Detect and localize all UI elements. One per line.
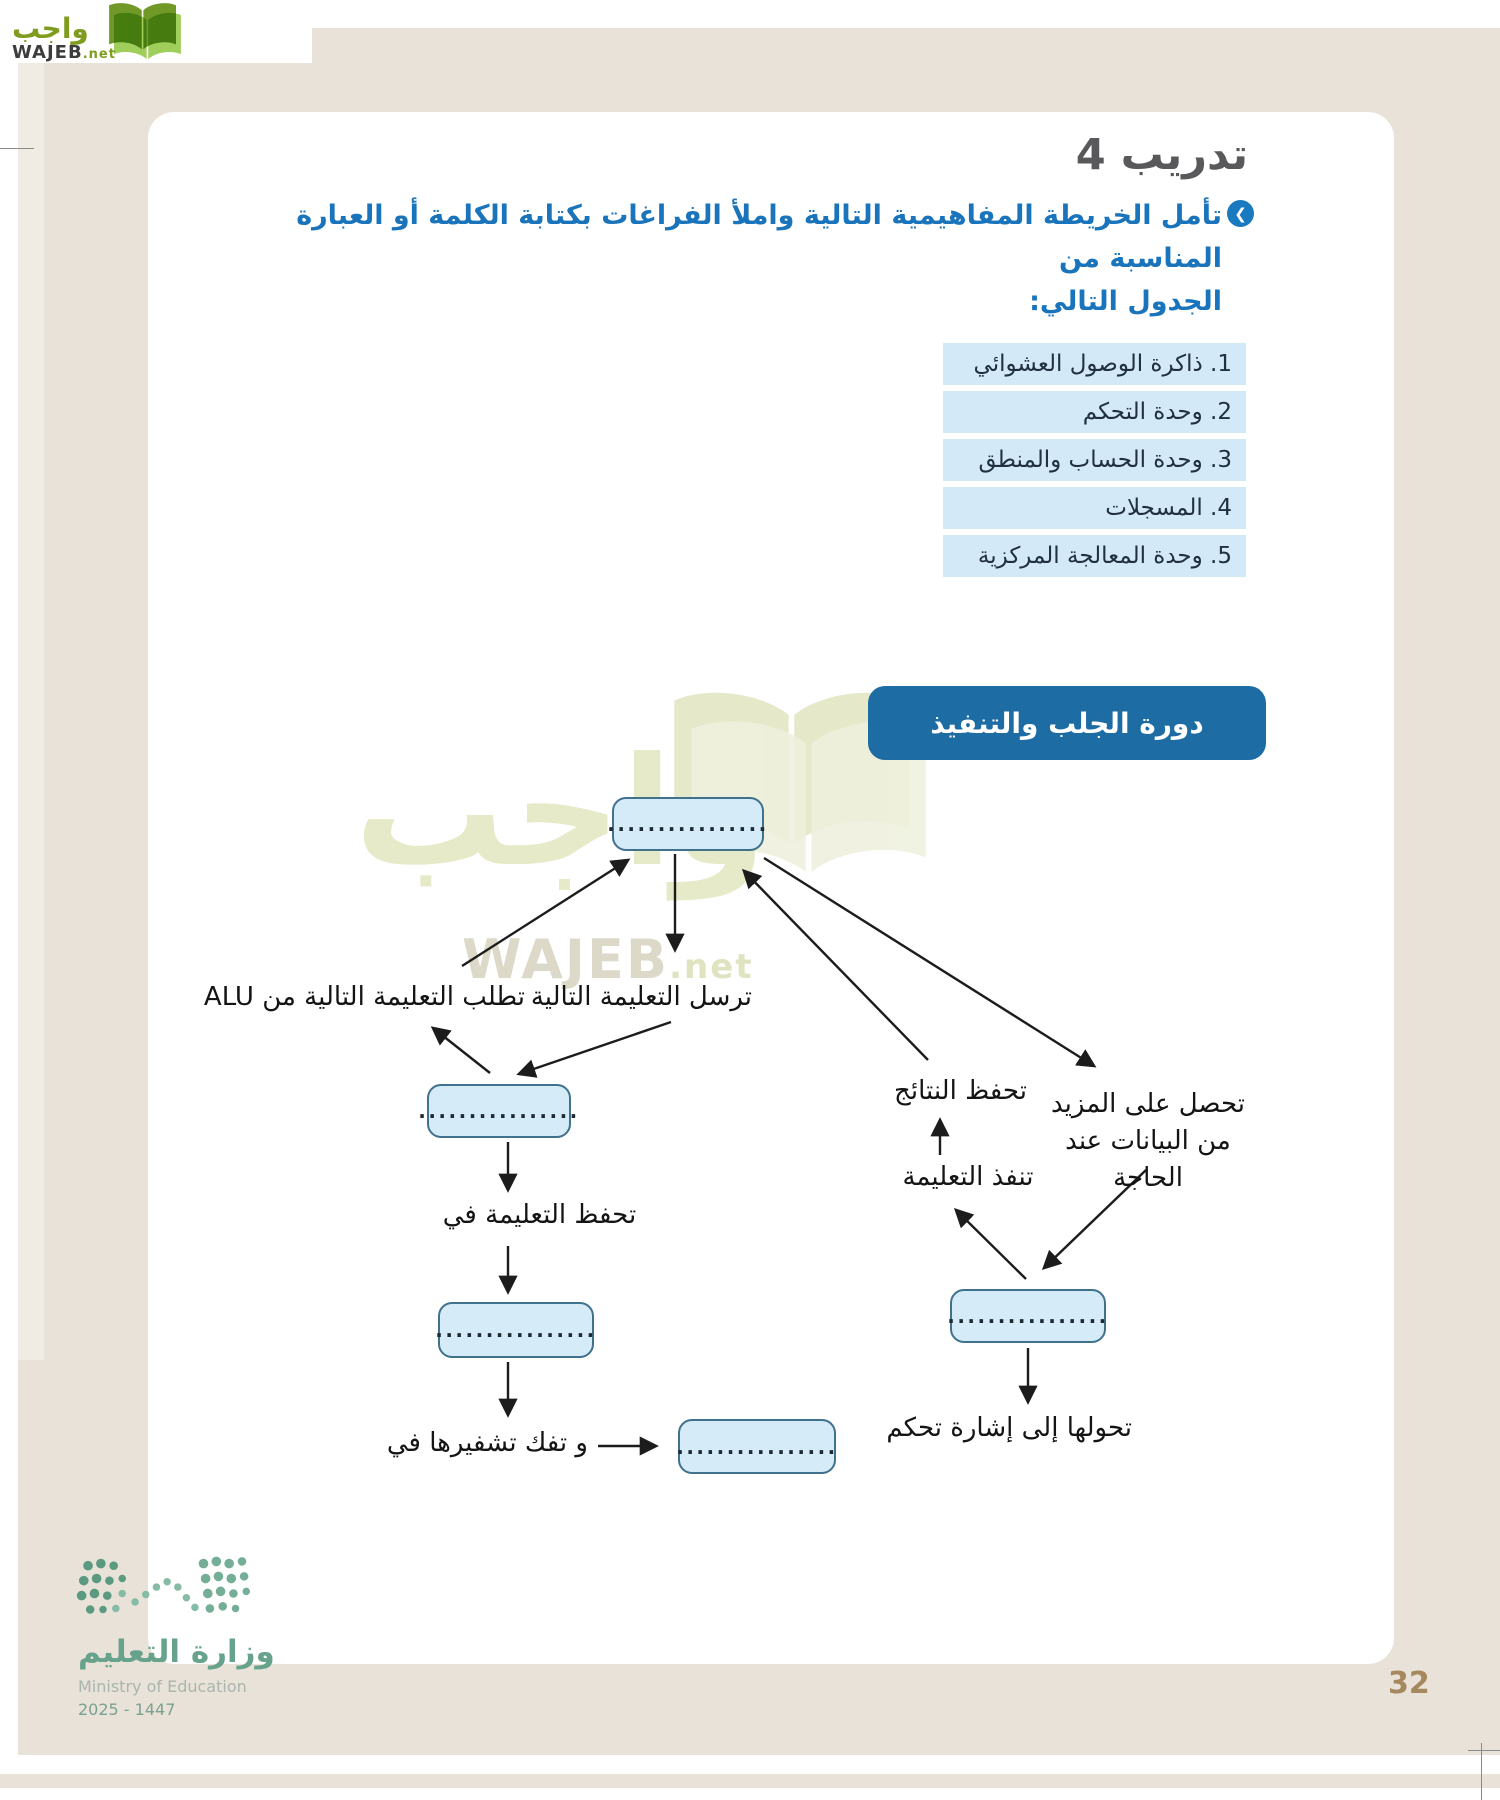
label-convert-to-control-signal: تحولها إلى إشارة تحكم xyxy=(886,1413,1132,1443)
cycle-banner: دورة الجلب والتنفيذ xyxy=(868,686,1266,760)
open-book-icon xyxy=(109,3,181,60)
page-edge-strip xyxy=(18,28,44,1360)
label-send-next-instruction: ترسل التعليمة التالية xyxy=(530,982,752,1012)
brand-arabic-wordmark: واجب xyxy=(12,12,89,45)
crop-mark-bottom-right-v xyxy=(1481,1743,1482,1800)
label-save-results: تحفظ النتائج xyxy=(894,1076,1027,1106)
blank-box-2[interactable]: ................ xyxy=(418,1084,577,1138)
word-bank-row: 1. ذاكرة الوصول العشوائي xyxy=(943,343,1246,385)
word-bank: 1. ذاكرة الوصول العشوائي 2. وحدة التحكم … xyxy=(943,343,1246,583)
instruction-text: تأمل الخريطة المفاهيمية التالية واملأ ال… xyxy=(277,194,1222,323)
instruction-line-2: الجدول التالي: xyxy=(1029,286,1222,317)
blank-box-5[interactable]: ................ xyxy=(676,1419,836,1474)
ministry-arabic-wordmark: وزارة التعليم xyxy=(78,1634,275,1670)
page-number: 32 xyxy=(1388,1666,1430,1701)
label-decode-it-in: و تفك تشفيرها في xyxy=(386,1428,588,1458)
label-execute-instruction: تنفذ التعليمة xyxy=(902,1162,1034,1192)
word-bank-row: 3. وحدة الحساب والمنطق xyxy=(943,439,1246,481)
instruction-line-1: تأمل الخريطة المفاهيمية التالية واملأ ال… xyxy=(296,200,1222,274)
label-get-more-data: تحصل على المزيد من البيانات عند الحاجة xyxy=(1051,1089,1245,1193)
exercise-title: تدريب 4 xyxy=(1075,130,1248,180)
blank-box-4[interactable]: ................ xyxy=(947,1289,1106,1343)
crop-mark-left xyxy=(0,148,34,149)
word-bank-row: 2. وحدة التحكم xyxy=(943,391,1246,433)
ministry-edition-years: 2025 - 1447 xyxy=(78,1700,176,1719)
label-store-instruction-in: تحفظ التعليمة في xyxy=(442,1200,637,1230)
crop-mark-bottom-right-h xyxy=(1468,1750,1500,1751)
brand-latin-wordmark: WAJEB.net xyxy=(12,42,116,63)
page-bottom-strip xyxy=(0,1774,1500,1788)
word-bank-row: 5. وحدة المعالجة المركزية xyxy=(943,535,1246,577)
label-request-next-instruction: تطلب التعليمة التالية من ALU xyxy=(203,982,525,1012)
word-bank-row: 4. المسجلات xyxy=(943,487,1246,529)
ministry-dots-emblem xyxy=(76,1556,250,1614)
blank-box-3[interactable]: ................ xyxy=(435,1302,594,1358)
ministry-english-wordmark: Ministry of Education xyxy=(78,1677,247,1696)
brand-logo: واجب WAJEB.net xyxy=(0,0,312,63)
chevron-bullet-icon: ❮ xyxy=(1227,200,1254,227)
blank-box-1[interactable]: ................ xyxy=(607,797,766,851)
